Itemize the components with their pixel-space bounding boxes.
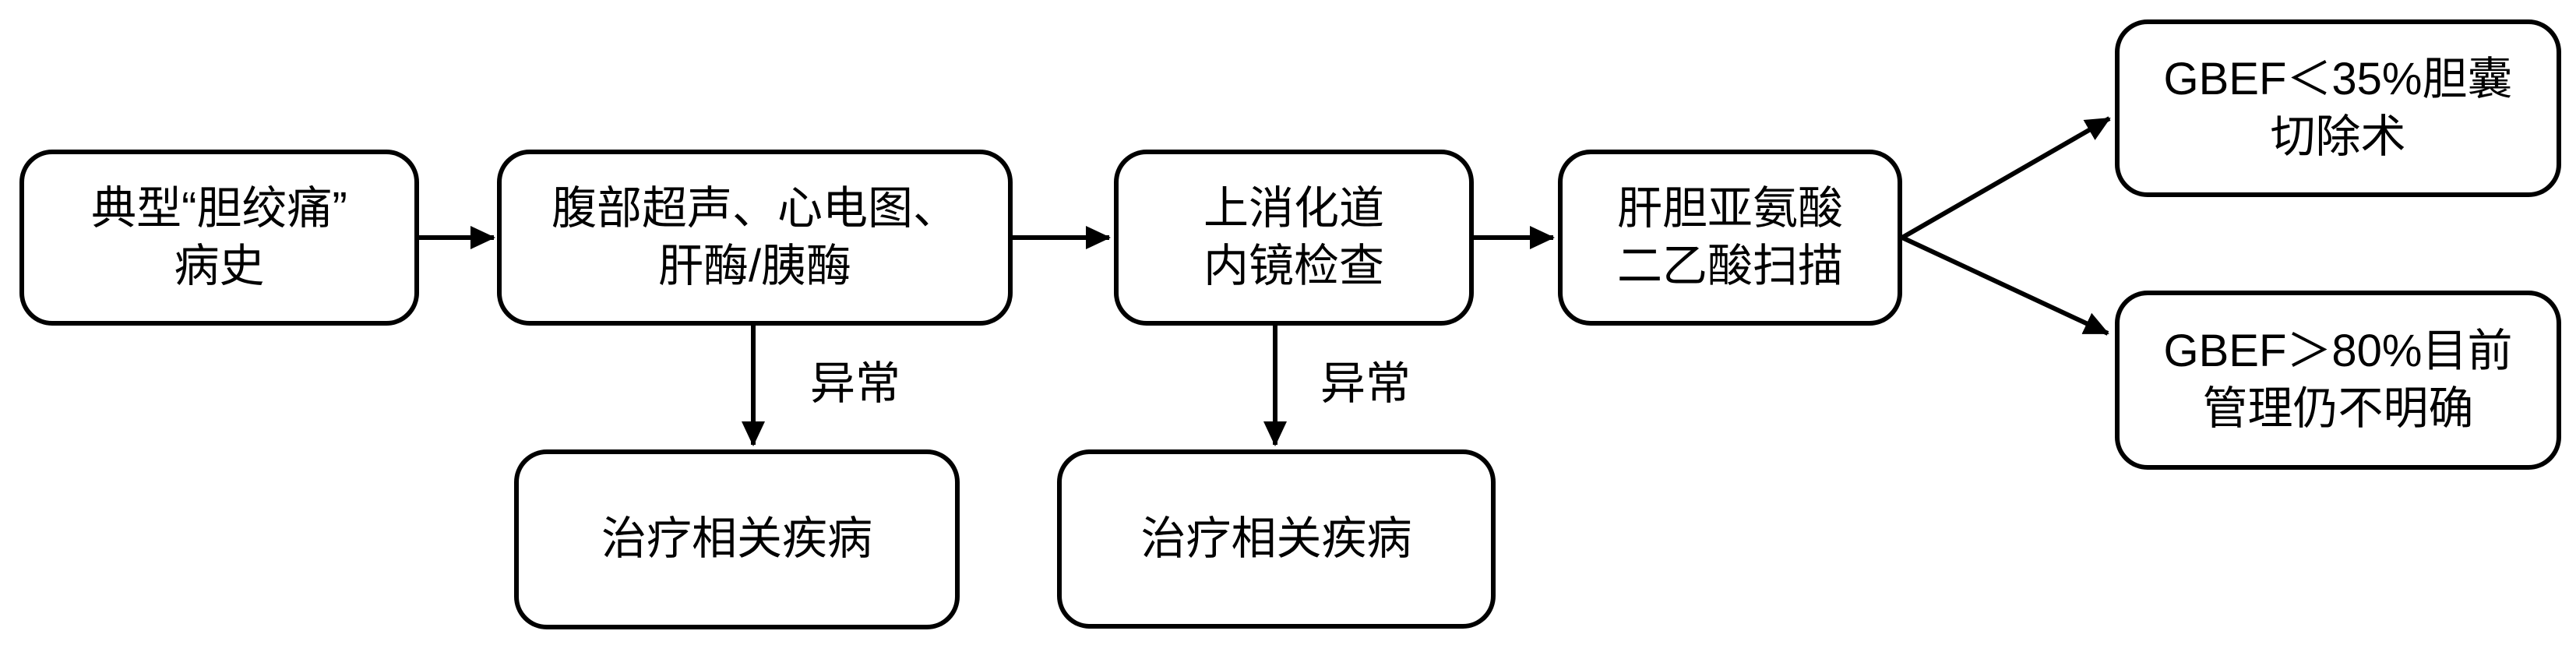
node-gbef-low-cholecystectomy: GBEF＜35%胆囊 切除术 [2115, 19, 2561, 197]
node-initial-workup: 腹部超声、心电图、 肝酶/胰酶 [497, 150, 1013, 326]
node-treat-related-disease-2-line1: 治疗相关疾病 [1140, 513, 1412, 564]
edge-label-abnormal-2: 异常 [1320, 358, 1411, 409]
node-initial-workup-line2: 肝酶/胰酶 [657, 241, 852, 291]
node-initial-workup-line1: 腹部超声、心电图、 [551, 182, 958, 234]
node-gbef-low-cholecystectomy-line1: GBEF＜35%胆囊 [2163, 53, 2513, 104]
edge-label-abnormal-1: 异常 [810, 358, 901, 409]
node-gbef-high-management-unclear-line2: 管理仍不明确 [2202, 383, 2474, 434]
node-treat-related-disease-1: 治疗相关疾病 [514, 449, 960, 629]
node-gbef-high-management-unclear: GBEF＞80%目前 管理仍不明确 [2115, 291, 2561, 470]
node-hida-scan-line2: 二乙酸扫描 [1616, 241, 1843, 291]
node-upper-gi-endoscopy-line1: 上消化道 [1203, 182, 1384, 234]
node-upper-gi-endoscopy: 上消化道 内镜检查 [1114, 150, 1474, 326]
node-hida-scan-line1: 肝胆亚氨酸 [1616, 182, 1843, 234]
node-typical-biliary-colic-history: 典型“胆绞痛” 病史 [19, 150, 419, 326]
node-typical-biliary-colic-history-line1: 典型“胆绞痛” [91, 182, 347, 234]
node-treat-related-disease-2: 治疗相关疾病 [1057, 449, 1496, 629]
node-gbef-high-management-unclear-line1: GBEF＞80%目前 [2163, 325, 2513, 376]
edge-hida-to-gbef-low [1901, 116, 2111, 240]
node-hida-scan: 肝胆亚氨酸 二乙酸扫描 [1558, 150, 1902, 326]
edge-hida-to-gbef-high [1901, 235, 2109, 336]
node-treat-related-disease-1-line1: 治疗相关疾病 [601, 513, 872, 565]
node-gbef-low-cholecystectomy-line2: 切除术 [2270, 111, 2406, 162]
node-typical-biliary-colic-history-line2: 病史 [174, 241, 265, 291]
node-upper-gi-endoscopy-line2: 内镜检查 [1203, 241, 1384, 291]
